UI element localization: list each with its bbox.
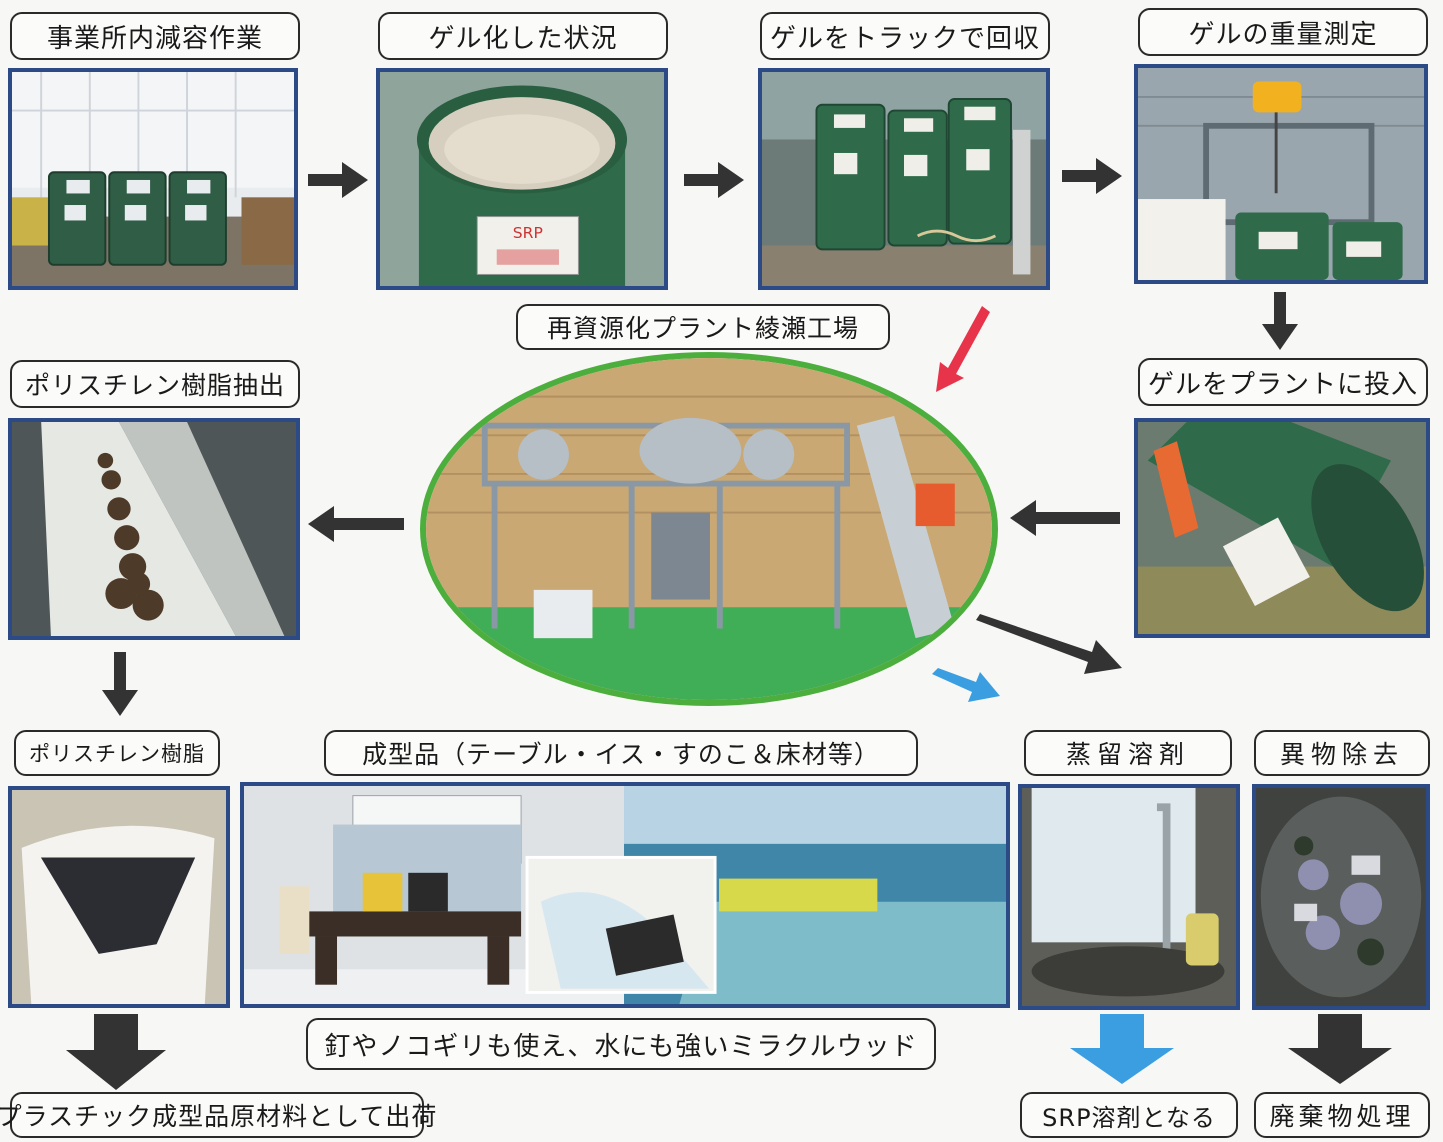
arrow-right-icon — [308, 162, 368, 198]
step-label-foreign-removal: 異物除去 — [1254, 730, 1430, 776]
arrow-down-icon — [1288, 1014, 1392, 1084]
photo-polystyrene-resin — [8, 786, 230, 1008]
arrow-left-icon — [308, 506, 404, 542]
waste-disposal-label: 廃棄物処理 — [1254, 1092, 1430, 1138]
shipping-label: プラスチック成型品原材料として出荷 — [0, 1092, 436, 1138]
photo-weight-measurement — [1134, 64, 1428, 284]
photo-polystyrene-extraction — [8, 418, 300, 640]
arrow-blue-icon — [932, 668, 1000, 702]
step-label-distilled-solvent: 蒸留溶剤 — [1024, 730, 1232, 776]
step-label-volume-reduction: 事業所内減容作業 — [10, 12, 300, 60]
arrow-down-icon — [1262, 292, 1298, 350]
step-label-molded-products: 成型品（テーブル・イス・すのこ＆床材等） — [324, 730, 918, 776]
photo-plant-input — [1134, 418, 1430, 638]
photo-truck-collection — [758, 68, 1050, 290]
arrow-down-icon — [66, 1014, 166, 1090]
step-label-plant-input: ゲルをプラントに投入 — [1138, 358, 1428, 406]
arrow-red-icon — [936, 306, 990, 392]
arrow-right-icon — [1062, 158, 1122, 194]
arrow-diagonal-icon — [976, 614, 1122, 678]
step-label-truck-collection: ゲルをトラックで回収 — [760, 12, 1050, 60]
step-label-polystyrene-resin: ポリスチレン樹脂 — [14, 730, 220, 776]
photo-volume-reduction — [8, 68, 298, 290]
arrow-left-icon — [1010, 500, 1120, 536]
svg-text:SRP: SRP — [513, 224, 543, 242]
step-label-polystyrene-extraction: ポリスチレン樹脂抽出 — [10, 360, 300, 408]
srp-solvent-label: SRP溶剤となる — [1020, 1092, 1238, 1138]
plant-title: 再資源化プラント綾瀬工場 — [516, 304, 890, 350]
step-label-gelled-state: ゲル化した状況 — [378, 12, 668, 60]
photo-molded-products — [240, 782, 1010, 1008]
step-label-weight-measurement: ゲルの重量測定 — [1138, 8, 1428, 56]
arrow-right-icon — [684, 162, 744, 198]
arrow-down-icon — [102, 652, 138, 716]
miracle-wood-caption: 釘やノコギリも使え、水にも強いミラクルウッド — [306, 1018, 936, 1070]
photo-gelled-state: SRP — [376, 68, 668, 290]
photo-foreign-removal — [1252, 784, 1430, 1010]
plant-photo-oval — [420, 352, 998, 706]
photo-distilled-solvent — [1018, 784, 1240, 1010]
arrow-down-blue-icon — [1070, 1014, 1174, 1084]
